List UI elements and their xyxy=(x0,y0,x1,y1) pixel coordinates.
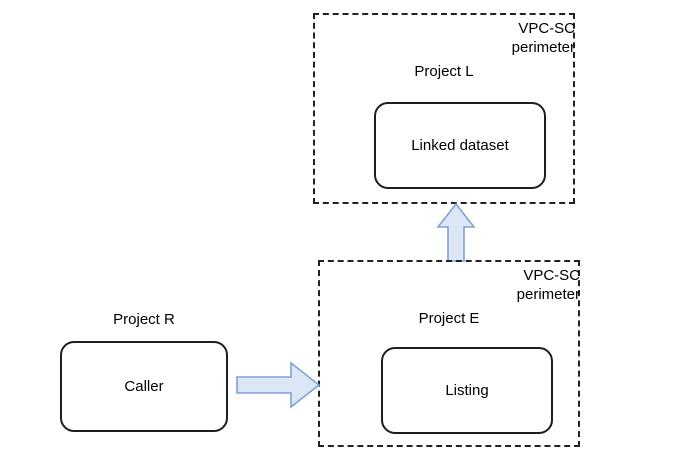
vpc-sc-perimeter-project-l xyxy=(313,13,575,204)
arrow-right-caller-to-listing xyxy=(236,361,321,409)
node-linked-dataset-label: Linked dataset xyxy=(411,137,509,154)
node-listing[interactable]: Listing xyxy=(381,347,553,434)
node-linked-dataset[interactable]: Linked dataset xyxy=(374,102,546,189)
vpc-sc-perimeter-label-top: VPC-SC perimeter xyxy=(511,20,575,56)
arrow-up-listing-to-linked-dataset xyxy=(436,202,476,262)
node-caller-label: Caller xyxy=(124,378,164,395)
project-label-l: Project L xyxy=(414,63,474,80)
project-label-r: Project R xyxy=(113,311,175,328)
node-listing-label: Listing xyxy=(445,382,489,399)
vpc-sc-perimeter-label-bottom: VPC-SC perimeter xyxy=(516,267,580,303)
vpc-sc-perimeter-project-e xyxy=(318,260,580,447)
node-caller[interactable]: Caller xyxy=(60,341,228,432)
project-label-e: Project E xyxy=(418,310,480,327)
